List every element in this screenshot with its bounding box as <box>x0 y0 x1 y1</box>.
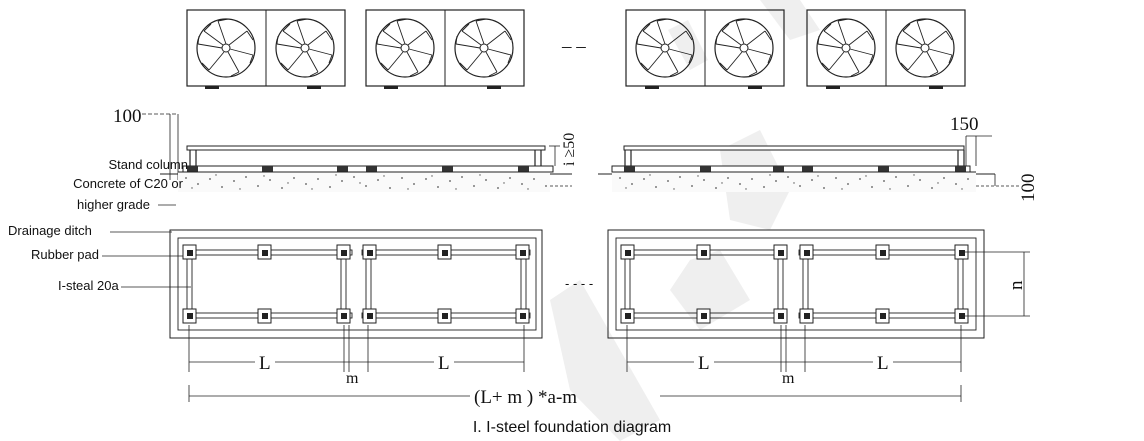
label-i-steel: I-steal 20a <box>58 278 119 293</box>
fan-icon <box>714 18 774 78</box>
fan-icon <box>454 18 514 78</box>
rubber-pads-elevation-left <box>187 166 529 172</box>
plan-ellipsis: - - - - <box>565 276 593 291</box>
dim-L: L <box>698 353 710 374</box>
condenser-unit <box>365 9 525 89</box>
dim-m: m <box>782 370 795 387</box>
dim-100-right: 100 <box>1018 174 1039 203</box>
fan-icon <box>275 18 335 78</box>
label-concrete-line2: higher grade <box>77 197 150 212</box>
i-steel-frame <box>361 249 531 319</box>
watermark <box>550 0 820 441</box>
dim-total-length: (L+ m ) *a-m <box>474 387 577 408</box>
dim-L: L <box>877 353 889 374</box>
dim-L: L <box>438 353 450 374</box>
dim-m: m <box>346 370 359 387</box>
condenser-unit <box>186 9 346 89</box>
i-steel-frame <box>185 249 353 319</box>
dim-n: n <box>1006 280 1027 290</box>
rubber-pads-elevation-right <box>624 166 966 172</box>
condenser-unit <box>806 9 966 89</box>
plan-view: Drainage ditch Rubber pad I-steal 20a <box>8 223 1030 339</box>
label-rubber-pad: Rubber pad <box>31 247 99 262</box>
concrete-base-left <box>160 171 572 192</box>
diagram-caption: I. I-steel foundation diagram <box>473 419 671 436</box>
fan-icon <box>895 18 955 78</box>
label-drainage-ditch: Drainage ditch <box>8 223 92 238</box>
condenser-unit <box>625 9 785 89</box>
top-row-ellipsis: – – <box>561 36 586 57</box>
i-steel-frame <box>798 249 968 319</box>
label-concrete-line1: Concrete of C20 or <box>73 176 184 191</box>
fan-icon <box>375 18 435 78</box>
side-elevation: 100 i ≥50 <box>73 106 1039 212</box>
dim-L: L <box>259 353 271 374</box>
label-stand-column: Stand column <box>109 157 189 172</box>
rubber-pads-plan-right <box>620 244 969 324</box>
dim-min-clearance: i ≥50 <box>561 133 578 166</box>
fan-icon <box>196 18 256 78</box>
dim-100-left: 100 <box>113 106 142 127</box>
fan-icon <box>816 18 876 78</box>
concrete-base-right <box>598 171 1020 192</box>
condenser-units-row: – – <box>186 9 966 89</box>
rubber-pads-plan-left <box>182 244 530 324</box>
bottom-dimensions: L L m L L m (L+ m ) *a-m <box>188 325 962 408</box>
dim-150: 150 <box>950 114 979 135</box>
